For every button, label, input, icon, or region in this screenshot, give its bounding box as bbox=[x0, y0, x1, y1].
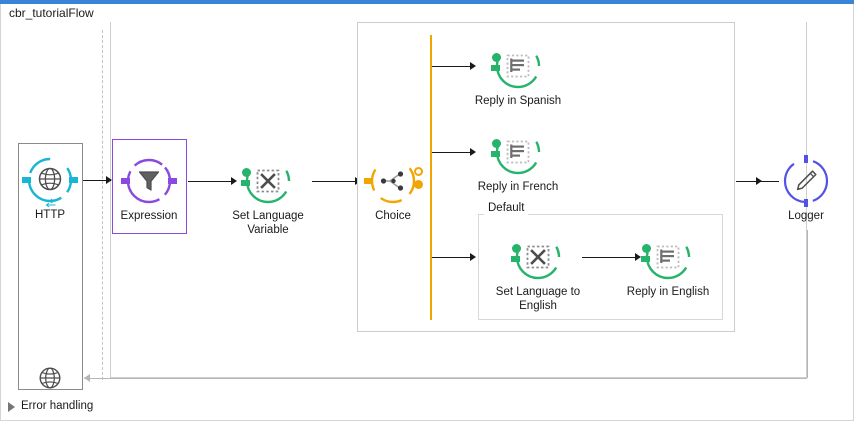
wire-error-return-arrow bbox=[84, 374, 90, 382]
http-nub-right bbox=[69, 177, 78, 183]
choice-nub-left bbox=[364, 178, 373, 184]
reply-english-nub-dot bbox=[642, 244, 651, 253]
flow-title: cbr_tutorialFlow bbox=[9, 6, 94, 20]
choice-nub-out-top bbox=[414, 167, 423, 176]
node-expression-label: Expression bbox=[120, 210, 178, 222]
reply-spanish-nub-sq bbox=[491, 65, 500, 71]
node-choice-label: Choice bbox=[375, 210, 411, 222]
choice-branch-rail bbox=[430, 35, 432, 320]
node-reply-english-label: Reply in English bbox=[626, 286, 710, 298]
node-set-language-variable-label: Set Language Variable bbox=[232, 210, 304, 236]
expression-container[interactable] bbox=[112, 139, 187, 234]
default-group-label: Default bbox=[484, 202, 529, 215]
logger-ring bbox=[781, 156, 831, 206]
http-exchange-icon bbox=[25, 178, 75, 228]
pencil-icon bbox=[781, 156, 831, 206]
choice-nub-out-bottom bbox=[414, 180, 423, 189]
window-accent-bar bbox=[0, 0, 854, 4]
wire-branch-french-arrow bbox=[470, 148, 476, 156]
reply-french-nub-dot bbox=[492, 139, 501, 148]
wire-error-return-riser bbox=[807, 230, 808, 378]
source-separator bbox=[102, 30, 103, 380]
wire-http-to-expression-arrow bbox=[106, 176, 112, 184]
wire-setlangen-to-replyen-arrow bbox=[635, 253, 641, 261]
wire-setvar-to-choice bbox=[312, 181, 359, 182]
branch-icon bbox=[368, 156, 418, 206]
wire-expression-to-setvar bbox=[188, 181, 235, 182]
set-variable-icon bbox=[513, 232, 563, 282]
node-http-label: HTTP bbox=[34, 209, 66, 221]
wire-choice-branch-default bbox=[432, 257, 474, 258]
node-reply-french-label: Reply in French bbox=[477, 181, 559, 193]
logger-nub-bottom bbox=[804, 199, 808, 207]
setvar-nub-in-sq bbox=[241, 180, 250, 186]
wire-choice-branch-spanish bbox=[432, 66, 474, 67]
wire-choice-branch-french bbox=[432, 152, 474, 153]
wire-setlangen-to-replyen bbox=[582, 257, 639, 258]
transform-message-icon bbox=[643, 232, 693, 282]
transform-message-icon bbox=[493, 41, 543, 91]
wire-error-return bbox=[84, 378, 807, 379]
reply-english-nub-sq bbox=[641, 256, 650, 262]
globe-icon bbox=[25, 155, 75, 205]
wire-branch-default-arrow bbox=[470, 253, 476, 261]
reply-french-nub-sq bbox=[491, 151, 500, 157]
canvas-left-border bbox=[0, 4, 1, 421]
setvar-nub-in-dot bbox=[242, 168, 251, 177]
triangle-right-icon[interactable] bbox=[8, 401, 15, 412]
wire-branch-spanish-arrow bbox=[470, 62, 476, 70]
transform-message-icon bbox=[493, 127, 543, 177]
node-reply-spanish-label: Reply in Spanish bbox=[474, 95, 562, 107]
wire-expression-to-setvar-arrow bbox=[231, 177, 237, 185]
expression-nub-left bbox=[121, 178, 130, 184]
filter-funnel-icon bbox=[124, 156, 174, 206]
wire-choice-to-logger-arrow bbox=[756, 177, 762, 185]
http-nub-left bbox=[22, 177, 31, 183]
expression-nub-right bbox=[168, 178, 177, 184]
reply-spanish-nub-dot bbox=[492, 53, 501, 62]
set-language-english-nub-dot bbox=[512, 244, 521, 253]
node-set-language-english-label: Set Language to English bbox=[495, 286, 581, 312]
node-logger-label: Logger bbox=[788, 210, 824, 222]
logger-nub-top bbox=[804, 155, 808, 163]
wire-http-to-expression bbox=[83, 180, 111, 181]
set-language-english-nub-sq bbox=[511, 256, 520, 262]
error-handling-label: Error handling bbox=[21, 400, 94, 412]
globe-icon bbox=[25, 353, 75, 403]
error-handling-bar[interactable]: Error handling bbox=[8, 400, 93, 413]
set-variable-icon bbox=[243, 156, 293, 206]
